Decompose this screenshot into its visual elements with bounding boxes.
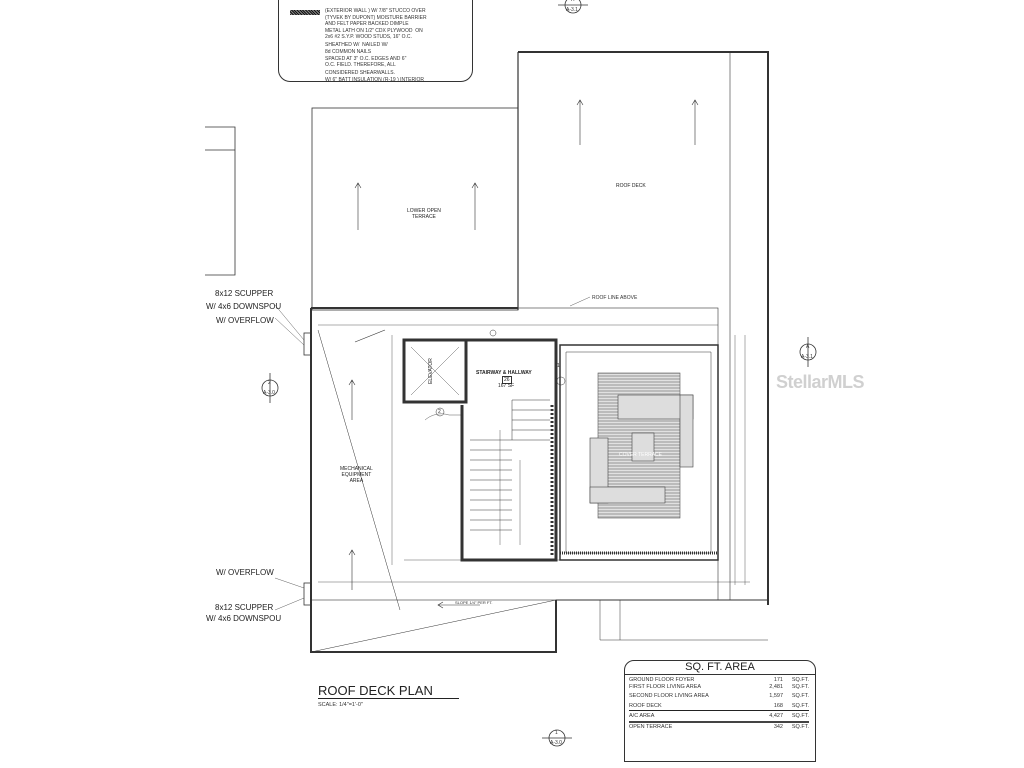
wall-note-line: (TYVEK BY DUPONT) MOISTURE BARRIER (325, 14, 427, 21)
overflow-top-label: W/ OVERFLOW (216, 316, 274, 325)
door-1-tag: 1 (557, 363, 560, 369)
scupper-top-label-2: W/ 4x6 DOWNSPOU (206, 302, 282, 311)
plan-title: ROOF DECK PLAN (318, 683, 459, 699)
area-value: 168 (773, 703, 783, 709)
wall-note-line: (EXTERIOR WALL ) W/ 7/8" STUCCO OVER (325, 8, 426, 14)
stair-wall (460, 338, 558, 562)
room-number: 26 (502, 376, 512, 384)
main-exterior-wall (310, 307, 557, 653)
area-value: 342 (773, 724, 783, 730)
section-bottom-num: 1 (555, 730, 558, 736)
area-label: OPEN TERRACE (629, 724, 673, 730)
area-unit: SQ.FT. (791, 677, 809, 683)
elevator (402, 338, 468, 404)
area-label: FIRST FLOOR LIVING AREA (629, 684, 702, 690)
lower-open-terrace-label: LOWER OPEN TERRACE (407, 208, 441, 220)
area-value: 2,481 (769, 684, 783, 690)
area-label: ROOF DECK (629, 703, 662, 709)
sq-ft-area-title: SQ. FT. AREA (625, 661, 815, 675)
area-value: 171 (773, 677, 783, 683)
section-bottom-sheet: A-3.0 (550, 740, 562, 746)
area-row: A/C AREA 4,427 SQ.FT. (629, 713, 809, 723)
scupper-bottom-label-1: 8x12 SCUPPER (215, 603, 274, 612)
wall-note-line: W/ 6" BATT INSULATION (R-19 ) INTERIOR (325, 76, 425, 83)
patio-furniture (589, 394, 694, 504)
cover-terrace-label: COVER TERRACE (619, 452, 662, 458)
wall-note-line: 8d COMMON NAILS (325, 49, 372, 56)
area-row: ROOF DECK 168 SQ.FT. (629, 703, 809, 711)
roof-deck-outline (518, 51, 769, 605)
section-top-num: A (571, 0, 575, 3)
area-row: FIRST FLOOR LIVING AREA 2,481 SQ.FT. (629, 684, 809, 691)
scupper-bottom-label-2: W/ 4x6 DOWNSPOU (206, 614, 282, 623)
section-left-sheet: A-3.0 (263, 390, 275, 396)
stair-area-label: 167 SF (498, 383, 515, 389)
area-value: 4,427 (769, 713, 783, 719)
wall-note-line: 2x6 #2 S.Y.P. WOOD STUDS, 16" O.C. (325, 34, 412, 41)
area-value: 1,597 (769, 693, 783, 699)
wall-note-line: AND FELT PAPER BACKED DIMPLE (325, 21, 409, 28)
slope-label: SLOPE 1/4" PER FT. (455, 600, 493, 605)
section-left-num: 2 (268, 380, 271, 386)
area-unit: SQ.FT. (791, 703, 809, 709)
wall-hatch-legend (290, 10, 320, 15)
area-unit: SQ.FT. (791, 713, 809, 719)
scupper-bottom (303, 582, 312, 606)
wall-note-line: SHEATHED W/ NAILED W/ (325, 42, 388, 49)
area-unit: SQ.FT. (791, 693, 809, 699)
area-label: GROUND FLOOR FOYER (629, 677, 695, 683)
section-top-sheet: A-3.1 (566, 7, 578, 13)
area-unit: SQ.FT. (791, 684, 809, 690)
scupper-top-label-1: 8x12 SCUPPER (215, 289, 274, 298)
elevator-label: ELEVATOR (427, 358, 434, 384)
scupper-top (303, 332, 312, 356)
area-row: SECOND FLOOR LIVING AREA 1,597 SQ.FT. (629, 693, 809, 700)
area-label: A/C AREA (629, 713, 655, 719)
wall-note: (EXTERIOR WALL ) W/ 7/8" STUCCO OVER(TYV… (278, 0, 473, 84)
area-unit: SQ.FT. (791, 724, 809, 730)
area-row: GROUND FLOOR FOYER 171 SQ.FT. (629, 677, 809, 684)
area-row: OPEN TERRACE 342 SQ.FT. (629, 724, 809, 731)
stairway-label: STAIRWAY & HALLWAY (476, 370, 532, 376)
roof-line-above-label: ROOF LINE ABOVE (592, 295, 638, 301)
section-right-sheet: A-3.1 (801, 354, 813, 360)
plan-scale: SCALE: 1/4"=1'-0" (318, 702, 363, 708)
overflow-bottom-label: W/ OVERFLOW (216, 568, 274, 577)
roof-deck-label: ROOF DECK (616, 183, 646, 189)
neighbor-wall (205, 126, 236, 276)
wall-note-text: (EXTERIOR WALL ) W/ 7/8" STUCCO OVER(TYV… (325, 8, 427, 84)
area-label: SECOND FLOOR LIVING AREA (629, 693, 709, 699)
mechanical-area-label: MECHANICAL EQUIPMENT AREA (340, 466, 373, 484)
watermark: StellarMLS (776, 372, 865, 392)
wall-note-line: SPACED AT 3" O.C. EDGES AND 6" (325, 55, 407, 62)
section-markers (261, 0, 817, 747)
wall-note-line: CONSIDERED SHEARWALLS. (325, 70, 396, 77)
wall-note-line: O.C. FIELD. THEREFORE, ALL (325, 62, 396, 69)
section-right-num: A (806, 344, 810, 350)
door-2-tag: 2 (438, 409, 441, 415)
wall-note-line: METAL LATH ON 1/2" CDX PLYWOOD ON (325, 27, 423, 34)
